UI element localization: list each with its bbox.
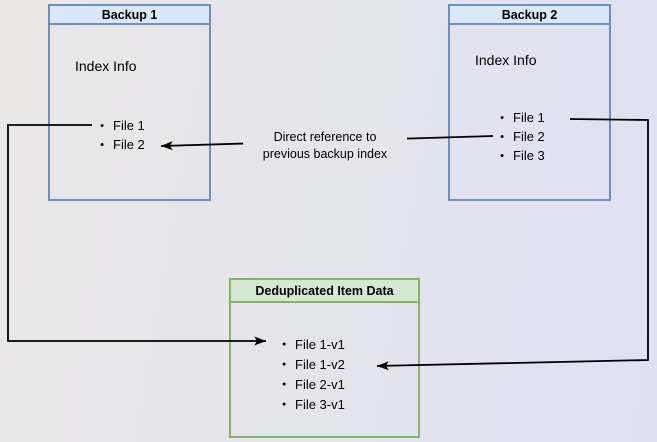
backup2-subtitle: Index Info [475, 52, 537, 68]
backup2-file-item: File 1 [493, 108, 545, 127]
backup2-file-item: File 3 [493, 146, 545, 165]
dedup-file-item: File 1-v1 [275, 335, 345, 355]
backup1-title: Backup 1 [50, 6, 209, 25]
backup2-file-item: File 2 [493, 127, 545, 146]
backup1-box: Backup 1 Index Info File 1 File 2 [48, 4, 211, 201]
dedup-file-item: File 1-v2 [275, 355, 345, 375]
dedup-title: Deduplicated Item Data [231, 280, 418, 303]
backup1-file-item: File 2 [93, 135, 145, 154]
direct-reference-label: Direct reference to previous backup inde… [243, 129, 407, 163]
dedup-file-list: File 1-v1 File 1-v2 File 2-v1 File 3-v1 [275, 335, 345, 415]
backup1-file-list: File 1 File 2 [93, 116, 145, 154]
dedup-file-item: File 2-v1 [275, 375, 345, 395]
dedup-box: Deduplicated Item Data File 1-v1 File 1-… [229, 278, 420, 438]
backup1-subtitle: Index Info [75, 58, 137, 74]
direct-reference-label-line1: Direct reference to [273, 130, 377, 144]
backup2-box: Backup 2 Index Info File 1 File 2 File 3 [448, 4, 611, 201]
backup2-file-list: File 1 File 2 File 3 [493, 108, 545, 165]
direct-reference-label-line2: previous backup index [262, 147, 388, 161]
backup1-file-item: File 1 [93, 116, 145, 135]
dedup-file-item: File 3-v1 [275, 395, 345, 415]
backup2-title: Backup 2 [450, 6, 609, 25]
